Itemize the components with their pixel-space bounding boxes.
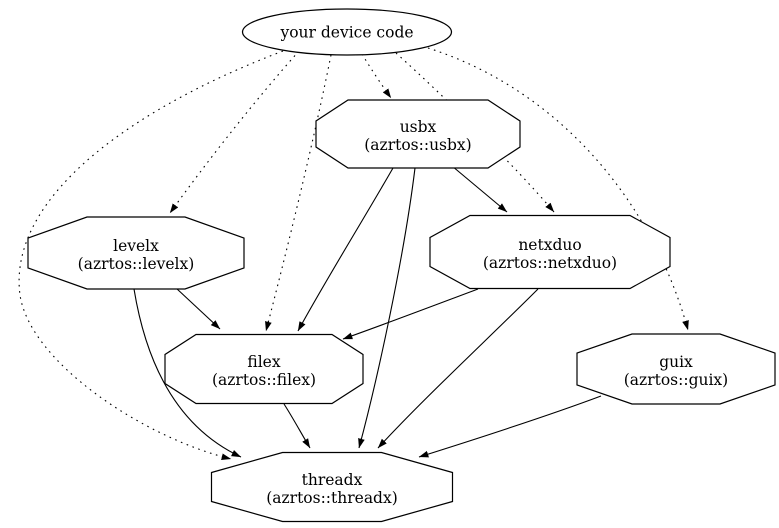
node-usbx: usbx(azrtos::usbx) [315,99,521,169]
netxduo-octagon-shape [429,214,671,290]
node-threadx: threadx(azrtos::threadx) [210,451,454,523]
node-levelx: levelx(azrtos::levelx) [27,216,245,290]
edge-usbx-netxduo [451,165,508,213]
node-label-netxduo-line1: netxduo [518,236,581,254]
edge-device-filex [265,54,332,332]
guix-octagon-shape [576,333,776,405]
node-label-levelx-line1: levelx [113,237,159,255]
node-label-usbx-line2: (azrtos::usbx) [364,136,471,154]
edge-filex-threadx [283,403,311,449]
usbx-octagon-shape [315,99,521,169]
node-label-guix-line2: (azrtos::guix) [624,371,728,389]
edge-device-usbx [361,53,392,99]
node-label-filex-line1: filex [247,353,280,371]
node-label-guix-line1: guix [659,353,693,371]
node-label-threadx-line2: (azrtos::threadx) [266,489,398,507]
node-label-usbx-line1: usbx [400,118,437,136]
node-label-threadx-line1: threadx [302,471,363,489]
node-label-device-line1: your device code [279,24,413,42]
threadx-octagon-shape [210,451,454,523]
edge-guix-threadx [418,395,602,458]
edge-usbx-threadx [358,167,416,449]
edge-netxduo-threadx [377,288,539,449]
node-label-netxduo-line2: (azrtos::netxduo) [483,254,617,272]
node-device: your device code [241,8,453,56]
edge-device-levelx [169,50,300,214]
levelx-octagon-shape [27,216,245,290]
node-filex: filex(azrtos::filex) [164,333,364,405]
edge-device-netxduo [395,52,555,213]
node-guix: guix(azrtos::guix) [576,333,776,405]
edge-levelx-threadx [133,288,242,458]
device-ellipse-shape [241,8,453,56]
edge-netxduo-filex [342,288,479,340]
node-label-filex-line2: (azrtos::filex) [212,371,316,389]
filex-octagon-shape [164,333,364,405]
edge-usbx-filex [297,167,394,332]
edge-levelx-filex [175,287,221,330]
node-label-levelx-line2: (azrtos::levelx) [78,255,195,273]
node-netxduo: netxduo(azrtos::netxduo) [429,214,671,290]
